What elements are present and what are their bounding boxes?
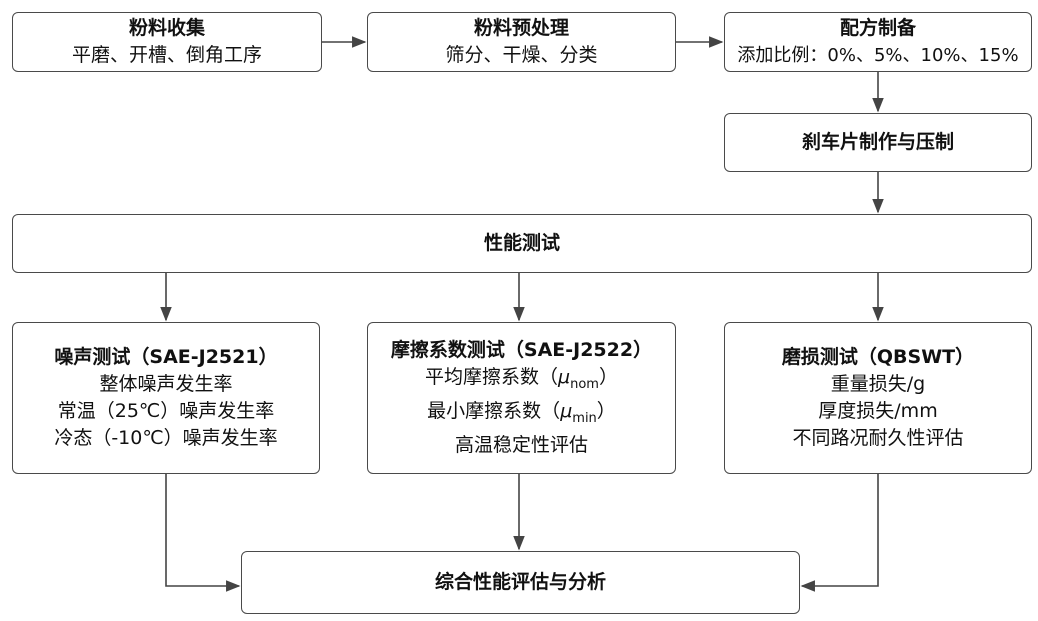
friction-test-box: 摩擦系数测试（SAE-J2522） 平均摩擦系数（μnom） 最小摩擦系数（μm… [367, 322, 676, 474]
wear-item: 厚度损失/mm [818, 400, 938, 422]
friction-minimum-item: 最小摩擦系数（μmin） [427, 400, 616, 426]
final-evaluation-box: 综合性能评估与分析 [241, 551, 800, 614]
powder-collection-box: 粉料收集 平磨、开槽、倒角工序 [12, 12, 322, 72]
noise-test-title: 噪声测试（SAE-J2521） [54, 346, 278, 368]
powder-collection-detail: 平磨、开槽、倒角工序 [71, 44, 262, 66]
powder-collection-title: 粉料收集 [128, 17, 205, 39]
brake-pad-title: 刹车片制作与压制 [801, 131, 954, 153]
wear-test-box: 磨损测试（QBSWT） 重量损失/g 厚度损失/mm 不同路况耐久性评估 [724, 322, 1032, 474]
formula-title: 配方制备 [839, 17, 916, 39]
noise-item: 常温（25℃）噪声发生率 [57, 400, 275, 422]
performance-test-title: 性能测试 [483, 232, 560, 254]
powder-preprocess-box: 粉料预处理 筛分、干燥、分类 [367, 12, 676, 72]
brake-pad-box: 刹车片制作与压制 [724, 113, 1032, 172]
powder-preprocess-title: 粉料预处理 [473, 17, 569, 39]
formula-box: 配方制备 添加比例：0%、5%、10%、15% [724, 12, 1032, 72]
performance-test-box: 性能测试 [12, 214, 1032, 273]
noise-item: 冷态（-10℃）噪声发生率 [54, 427, 278, 449]
noise-test-box: 噪声测试（SAE-J2521） 整体噪声发生率 常温（25℃）噪声发生率 冷态（… [12, 322, 320, 474]
formula-detail: 添加比例：0%、5%、10%、15% [737, 45, 1019, 66]
friction-stability-item: 高温稳定性评估 [454, 433, 588, 456]
wear-item: 重量损失/g [830, 373, 926, 395]
noise-item: 整体噪声发生率 [99, 373, 233, 395]
friction-test-title: 摩擦系数测试（SAE-J2522） [390, 339, 653, 362]
arrow-wear-to-final [800, 474, 879, 592]
powder-preprocess-detail: 筛分、干燥、分类 [445, 44, 598, 66]
final-evaluation-title: 综合性能评估与分析 [434, 571, 606, 593]
friction-average-item: 平均摩擦系数（μnom） [425, 366, 618, 392]
wear-test-title: 磨损测试（QBSWT） [781, 346, 975, 368]
wear-item: 不同路况耐久性评估 [792, 427, 964, 449]
arrow-noise-to-final [165, 474, 241, 592]
